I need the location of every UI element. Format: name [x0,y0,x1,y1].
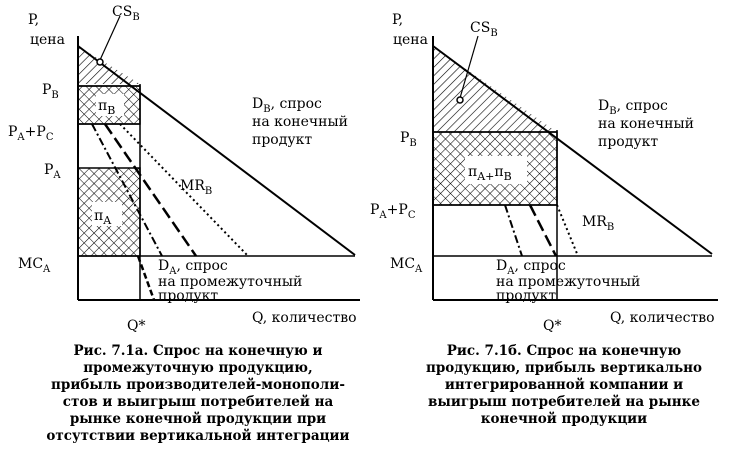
left-da-label-2: на промежуточный [158,274,302,290]
right-da-label-3: продукт [496,288,556,304]
left-diagram: P, цена CSB PB PA+PC PA MCA πB πA DB, сп… [8,4,360,334]
right-pi-ab-label: πA+πB [468,164,512,183]
left-y-axis-label-2: цена [30,32,65,48]
right-caption-line: конечной продукции [480,411,648,427]
left-db-label-1: DB, спрос [252,96,322,115]
right-cs-pointer [459,35,479,99]
right-caption-line: выигрыш потребителей на рынке [428,394,700,410]
left-pi-a-label: πA [94,208,112,227]
right-cs-dot [456,96,464,104]
left-da-label-1: DA, спрос [158,258,228,277]
left-cs-pointer [99,15,121,61]
left-caption: Рис. 7.1а. Спрос на конечную и промежуто… [28,343,368,445]
left-db-line [77,45,356,256]
right-cs-label: CSB [470,20,498,39]
right-caption-line: Рис. 7.1б. Спрос на конечную [446,343,682,359]
right-db-line [432,45,713,255]
right-db-label-1: DB, спрос [598,98,668,117]
right-mr-b-line [556,204,579,257]
right-dashed-line [528,204,558,257]
right-caption-line: интегрированной компании и [444,377,684,393]
right-q-axis-label: Q, количество [610,310,715,326]
left-da-label-3: продукт [158,288,218,304]
right-qstar-label: Q* [543,318,561,334]
right-cs-region [433,46,557,132]
right-y-axis-label-1: P, [392,12,403,28]
left-caption-line: Рис. 7.1а. Спрос на конечную и [73,343,323,359]
left-caption-line: рынке конечной продукции при [69,411,327,427]
right-db-label-2: на конечный [598,116,694,132]
right-caption-line: продукцию, прибыль вертикально [425,360,703,376]
left-pa-label: PA [44,162,61,181]
left-cs-dot [96,58,104,66]
right-mca-label: MCA [390,256,423,275]
left-dashdot-line [91,123,163,257]
right-da-label-2: на промежуточный [496,274,640,290]
left-dashed-line-1 [103,123,198,257]
left-db-label-3: продукт [252,132,312,148]
left-mrb-label: MRB [180,178,212,197]
left-caption-line: промежуточную продукцию, [83,360,313,376]
left-papc-label: PA+PC [8,124,54,143]
left-cs-region [78,46,140,84]
left-mr-b-line [119,123,249,257]
left-qstar-label: Q* [127,318,145,334]
right-da-label-1: DA, спрос [496,258,566,277]
left-caption-line: прибыль производителей-монопoли- [51,377,345,393]
left-caption-line: стов и выигрыш потребителей на [62,394,334,410]
right-y-axis-label-2: цена [393,32,428,48]
left-pb-label: PB [42,82,59,101]
left-mca-label: MCA [18,256,51,275]
right-papc-label: PA+PC [370,202,416,221]
left-q-axis-label: Q, количество [252,310,357,326]
right-diagram: P, цена CSB PB PA+PC MCA πA+πB DB, спрос… [370,12,718,334]
right-caption: Рис. 7.1б. Спрос на конечную продукцию, … [404,343,724,428]
right-mrb-label: MRB [582,214,614,233]
left-y-axis-label-1: P, [28,12,39,28]
right-db-label-3: продукт [598,134,658,150]
right-dashdot-line [504,204,523,257]
left-pi-b-label: πB [98,98,115,117]
left-db-label-2: на конечный [252,114,348,130]
left-caption-line: отсутствии вертикальной интеграции [46,428,350,444]
right-pb-label: PB [400,130,417,149]
left-da-line [136,255,156,301]
left-cs-label: CSB [112,4,140,23]
